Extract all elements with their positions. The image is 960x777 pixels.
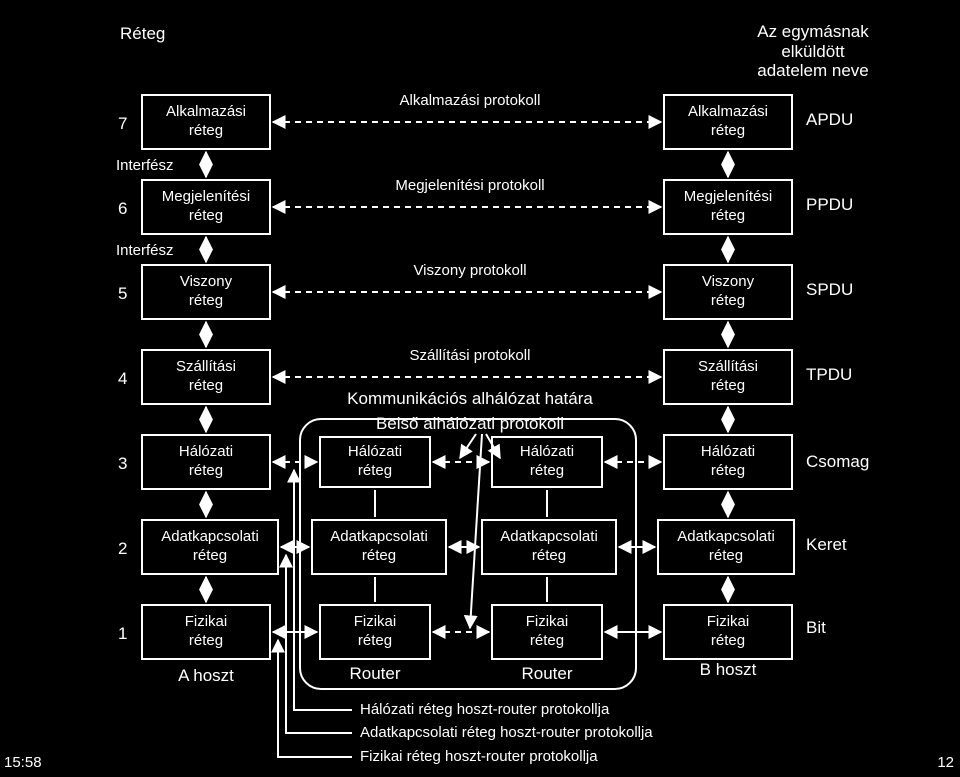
pdu-name-2: Keret <box>806 535 847 554</box>
legend-data-link-host-router: Adatkapcsolati réteg hoszt-router protok… <box>360 724 653 741</box>
layer-number-5: 5 <box>118 284 128 303</box>
legend-leader-datalink <box>279 553 352 734</box>
pdu-name-6: PPDU <box>806 195 854 214</box>
host-b-caption: B hoszt <box>699 660 757 679</box>
layer-number-1: 1 <box>118 624 128 643</box>
subnet-boundary-label: Kommunikációs alhálózat határa <box>347 389 593 408</box>
pdu-name-3: Csomag <box>806 452 870 471</box>
legend-leader-physical <box>271 638 352 758</box>
host-a-caption: A hoszt <box>178 666 234 685</box>
interface-label: Interfész <box>116 157 174 174</box>
layer-column-header: Réteg <box>120 24 166 43</box>
router-left-caption: Router <box>349 664 401 683</box>
transport-protocol-label: Szállítási protokoll <box>409 347 531 364</box>
internal-protocol-pointer <box>485 433 501 460</box>
internal-protocol-pointer <box>459 433 477 460</box>
presentation-protocol-label: Megjelenítési protokoll <box>395 177 545 194</box>
layer-number-4: 4 <box>118 369 128 388</box>
internal-protocol-pointer <box>463 433 483 630</box>
session-protocol-label: Viszony protokoll <box>413 262 527 279</box>
legend-physical-host-router: Fizikai réteg hoszt-router protokollja <box>360 748 598 765</box>
interface-label: Interfész <box>116 242 174 259</box>
pdu-column-header: Az egymásnak elküldött adatelem neve <box>757 22 869 81</box>
pdu-name-5: SPDU <box>806 280 854 299</box>
slide-page-number: 12 <box>937 754 954 771</box>
layer-number-6: 6 <box>118 199 128 218</box>
slide-time: 15:58 <box>4 754 42 771</box>
legend-network-host-router: Hálózati réteg hoszt-router protokollja <box>360 701 610 718</box>
router-right-caption: Router <box>521 664 573 683</box>
pdu-name-4: TPDU <box>806 365 853 384</box>
subnet-boundary <box>299 418 637 690</box>
pdu-name-7: APDU <box>806 110 854 129</box>
layer-number-3: 3 <box>118 454 128 473</box>
legend-leader-network <box>287 468 352 711</box>
pdu-name-1: Bit <box>806 618 826 637</box>
application-protocol-label: Alkalmazási protokoll <box>399 92 541 109</box>
internal-subnet-protocol-label: Belső alhálózati protokoll <box>375 414 565 433</box>
layer-number-7: 7 <box>118 114 128 133</box>
layer-number-2: 2 <box>118 539 128 558</box>
